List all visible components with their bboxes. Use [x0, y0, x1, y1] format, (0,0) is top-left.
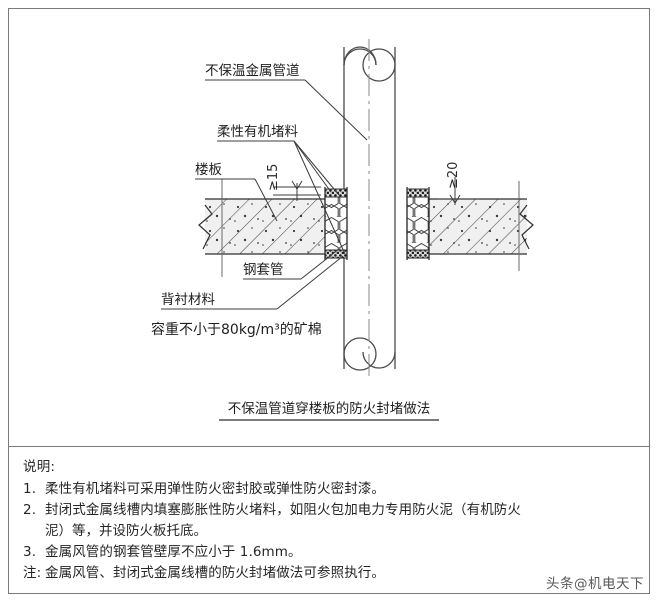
dimension-right-text: ≥20 — [446, 162, 461, 189]
metal-pipe — [343, 39, 396, 381]
note-text: 金属风管、封闭式金属线槽的防火封堵做法可参照执行。 — [45, 565, 385, 581]
note-item: 1. 柔性有机堵料可采用弹性防火密封胶或弹性防火密封漆。 — [23, 479, 635, 500]
note-item: 2. 封闭式金属线槽内填塞膨胀性防火堵料，如阻火包加电力专用防火泥（有机防火 — [23, 500, 635, 521]
label-floor-slab: 楼板 — [195, 162, 222, 178]
drawing-frame — [8, 8, 650, 594]
notes-heading: 说明: — [23, 459, 56, 475]
notes-section: 说明: 1. 柔性有机堵料可采用弹性防火密封胶或弹性防火密封漆。 2. 封闭式金… — [9, 447, 649, 593]
label-backing-material: 背衬材料 — [161, 292, 215, 308]
note-text-continuation: 泥）等，并设防火板托底。 — [45, 523, 207, 539]
label-flexible-sealant: 柔性有机堵料 — [217, 124, 298, 140]
drawing-canvas: ≥15 ≥20 — [151, 39, 534, 421]
note-text: 封闭式金属线槽内填塞膨胀性防火堵料，如阻火包加电力专用防火泥（有机防火 — [45, 502, 521, 518]
label-mineral-wool: 容重不小于80kg/m³的矿棉 — [151, 321, 322, 338]
break-line-left — [198, 204, 213, 250]
label-steel-sleeve: 钢套管 — [243, 262, 284, 278]
dimension-right-group: ≥20 — [437, 162, 479, 205]
break-line-right — [519, 204, 534, 250]
note-number: 注: — [23, 565, 42, 581]
note-item: 3. 金属风管的钢套管壁厚不应小于 1.6mm。 — [23, 542, 635, 563]
note-number: 3. — [23, 544, 37, 560]
floor-slab-left — [198, 179, 325, 277]
floor-slab-right — [429, 181, 534, 271]
label-pipe: 不保温金属管道 — [205, 63, 300, 79]
mineral-wool-left — [324, 187, 348, 260]
dimension-left-text: ≥15 — [266, 164, 281, 191]
note-number: 1. — [23, 481, 37, 497]
note-number: 2. — [23, 502, 37, 518]
leader-lines — [161, 79, 368, 310]
note-item: 注: 金属风管、封闭式金属线槽的防火封堵做法可参照执行。 — [23, 563, 635, 584]
drawing-title: 不保温管道穿楼板的防火封堵做法 — [228, 401, 431, 417]
dimension-left-group: ≥15 — [266, 164, 321, 201]
section-divider — [9, 446, 649, 447]
watermark: 头条@机电天下 — [546, 576, 644, 592]
note-text: 柔性有机堵料可采用弹性防火密封胶或弹性防火密封漆。 — [45, 481, 385, 497]
mineral-wool-right — [406, 187, 430, 260]
technical-drawing: ≥15 ≥20 — [9, 9, 649, 446]
note-text: 金属风管的钢套管壁厚不应小于 1.6mm。 — [45, 544, 302, 560]
